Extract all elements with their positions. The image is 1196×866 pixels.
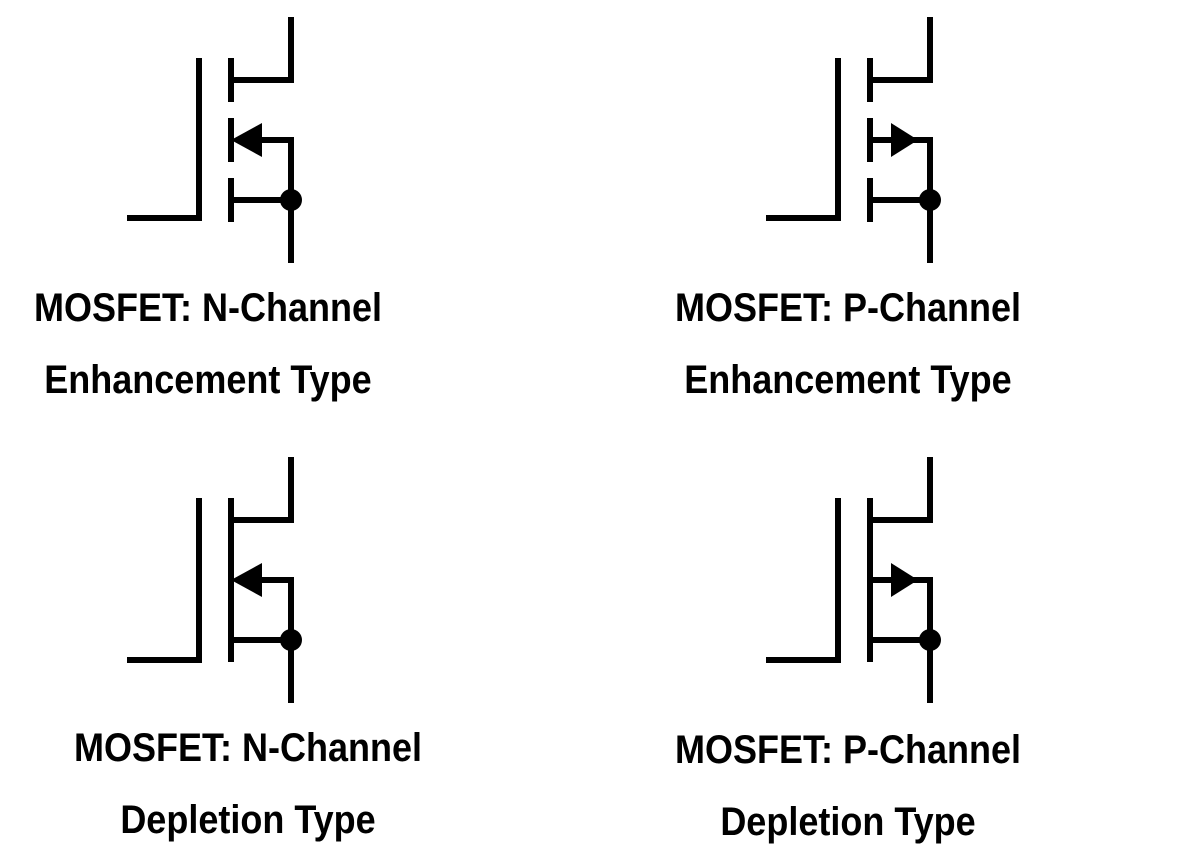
mosfet-p-enhancement-symbol bbox=[766, 17, 941, 263]
caption-line-1: MOSFET: P-Channel bbox=[674, 728, 1021, 772]
caption-line-2: Enhancement Type bbox=[684, 358, 1012, 402]
gate-lead bbox=[127, 498, 202, 663]
mosfet-n-depletion-symbol bbox=[127, 457, 302, 703]
junction-dot bbox=[919, 189, 941, 211]
caption-line-1: MOSFET: P-Channel bbox=[674, 286, 1021, 330]
arrow-in-icon bbox=[231, 563, 262, 597]
source-lead bbox=[870, 637, 933, 703]
gate-lead bbox=[127, 58, 202, 221]
gate-lead bbox=[766, 58, 841, 221]
substrate-lead bbox=[262, 577, 294, 640]
junction-dot bbox=[919, 629, 941, 651]
drain-lead bbox=[870, 17, 933, 83]
junction-dot bbox=[280, 189, 302, 211]
caption-n-channel-depletion: MOSFET: N-Channel Depletion Type bbox=[68, 712, 428, 856]
mosfet-p-depletion-symbol bbox=[766, 457, 941, 703]
source-lead bbox=[231, 637, 294, 703]
arrow-out-icon bbox=[891, 123, 918, 157]
caption-p-channel-depletion: MOSFET: P-Channel Depletion Type bbox=[668, 714, 1028, 858]
drain-lead bbox=[231, 17, 294, 83]
substrate-lead bbox=[262, 137, 294, 200]
caption-line-2: Depletion Type bbox=[720, 800, 976, 844]
caption-n-channel-enhancement: MOSFET: N-Channel Enhancement Type bbox=[28, 272, 388, 416]
caption-line-1: MOSFET: N-Channel bbox=[73, 726, 422, 770]
caption-line-1: MOSFET: N-Channel bbox=[33, 286, 382, 330]
substrate-lead bbox=[870, 137, 933, 200]
junction-dot bbox=[280, 629, 302, 651]
drain-lead bbox=[870, 457, 933, 523]
caption-line-2: Depletion Type bbox=[120, 798, 376, 842]
caption-line-2: Enhancement Type bbox=[44, 358, 372, 402]
source-lead bbox=[231, 197, 294, 263]
arrow-in-icon bbox=[231, 123, 262, 157]
arrow-out-icon bbox=[891, 563, 918, 597]
drain-lead bbox=[231, 457, 294, 523]
caption-p-channel-enhancement: MOSFET: P-Channel Enhancement Type bbox=[668, 272, 1028, 416]
source-lead bbox=[870, 197, 933, 263]
substrate-lead bbox=[870, 577, 933, 640]
gate-lead bbox=[766, 498, 841, 663]
mosfet-n-enhancement-symbol bbox=[127, 17, 302, 263]
